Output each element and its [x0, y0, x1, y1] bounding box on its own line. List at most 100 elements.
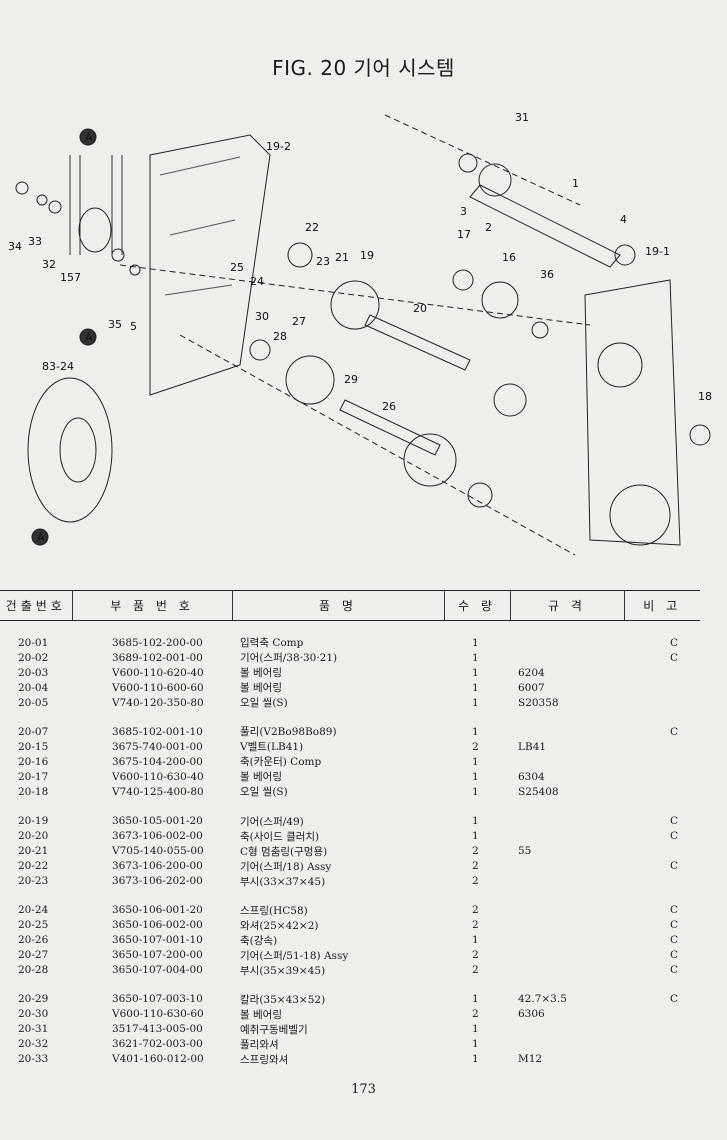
callout: 19: [360, 249, 374, 262]
ref-no-cell: 20-27: [18, 949, 49, 962]
ref-no-cell: 20-04: [18, 681, 49, 694]
remarks-cell: [624, 769, 700, 784]
spacer-cell: [0, 710, 700, 724]
ref-no-cell: 20-22: [18, 860, 49, 873]
gear-22-top: [287, 242, 313, 268]
group-spacer: [0, 621, 700, 636]
callout: 35: [108, 318, 122, 331]
part-name-cell: 기어(스퍼/38·30·21): [240, 652, 338, 665]
reference-a-icon: [31, 528, 49, 546]
qty-cell: 1: [472, 934, 479, 947]
part-no-cell: V600-110-620-40: [112, 666, 204, 679]
ref-no-cell: 20-21: [18, 845, 49, 858]
part-no-cell: 3650-107-003-10: [112, 993, 203, 1006]
part-no-cell: 3517-413-005-00: [112, 1023, 203, 1036]
callout: 21: [335, 251, 349, 264]
part-name-cell: 부시(35×39×45): [240, 964, 326, 977]
callout: 7: [74, 271, 81, 284]
page-number: 173: [351, 1082, 376, 1097]
part-no-cell: 3673-106-200-00: [112, 860, 203, 873]
gear-27-right: [403, 433, 457, 487]
spec-cell: M12: [518, 1053, 543, 1066]
spec-cell: 55: [518, 845, 532, 858]
spacer-cell: [0, 889, 700, 903]
ref-no-cell: 20-32: [18, 1038, 49, 1051]
ref-no-cell: 20-30: [18, 1008, 49, 1021]
callout: 32: [42, 258, 56, 271]
part-name-cell: 예취구동베벨기: [240, 1023, 308, 1036]
part-name-cell: 볼 베어링: [240, 771, 282, 784]
part-name-cell: 스프링와셔: [240, 1053, 289, 1066]
seal-18: [689, 424, 711, 446]
part-no-cell: V705-140-055-00: [112, 845, 204, 858]
spacer-cell: [0, 978, 700, 992]
ref-no-cell: 20-20: [18, 830, 49, 843]
qty-cell: 1: [472, 993, 479, 1006]
remarks-cell: [624, 1052, 700, 1067]
spec-cell: [510, 1037, 624, 1052]
spec-cell: [510, 829, 624, 844]
callout: 3: [460, 205, 467, 218]
spec-cell: [510, 859, 624, 874]
qty-cell: 2: [472, 845, 479, 858]
callout: 22: [305, 221, 319, 234]
group-spacer: [0, 889, 700, 903]
spec-cell: [510, 948, 624, 963]
figure-title: FIG. 20 기어 시스템: [272, 56, 455, 80]
callout: 25: [230, 261, 244, 274]
bearing-3: [458, 153, 478, 173]
seal-4: [614, 244, 636, 266]
callout: 30: [255, 310, 269, 323]
gear-16: [481, 281, 519, 319]
spec-cell: S25408: [518, 785, 559, 798]
gear-2: [478, 163, 512, 197]
callout: 36: [540, 268, 554, 281]
pulley-7: [78, 207, 112, 253]
gear-27-left: [285, 355, 335, 405]
part-no-cell: 3650-105-001-20: [112, 815, 203, 828]
qty-cell: 2: [472, 949, 479, 962]
callout: 4: [620, 213, 627, 226]
part-no-cell: 3650-106-002-00: [112, 919, 203, 932]
part-no-cell: 3689-102-001-00: [112, 651, 203, 664]
spec-cell: [510, 754, 624, 769]
callout: 2: [485, 221, 492, 234]
callout: 19-2: [266, 140, 291, 153]
qty-cell: 1: [472, 696, 479, 709]
ref-no-cell: 20-03: [18, 666, 49, 679]
part-no-cell: V600-110-630-60: [112, 1008, 204, 1021]
remarks-cell: C: [670, 651, 679, 664]
part-no-cell: 3650-106-001-20: [112, 904, 203, 917]
remarks-cell: [624, 844, 700, 859]
qty-cell: 1: [472, 681, 479, 694]
part-no-cell: V600-110-630-40: [112, 770, 204, 783]
qty-cell: 2: [472, 860, 479, 873]
part-no-cell: 3650-107-001-10: [112, 934, 203, 947]
spec-cell: [510, 724, 624, 739]
header-spec: 규 격: [510, 590, 625, 621]
callout: 31: [515, 111, 529, 124]
part-name-cell: 오일 씰(S): [240, 786, 288, 799]
remarks-cell: C: [670, 636, 679, 649]
ref-no-cell: 20-29: [18, 993, 49, 1006]
callout: 24: [250, 275, 264, 288]
qty-cell: 1: [472, 725, 479, 738]
part-name-cell: 축(강속): [240, 934, 278, 947]
spacer-cell: [0, 799, 700, 813]
spec-cell: [510, 903, 624, 918]
remarks-cell: C: [670, 949, 679, 962]
callout: 5: [130, 320, 137, 333]
part-name-cell: 기어(스퍼/51-18) Assy: [240, 949, 349, 962]
